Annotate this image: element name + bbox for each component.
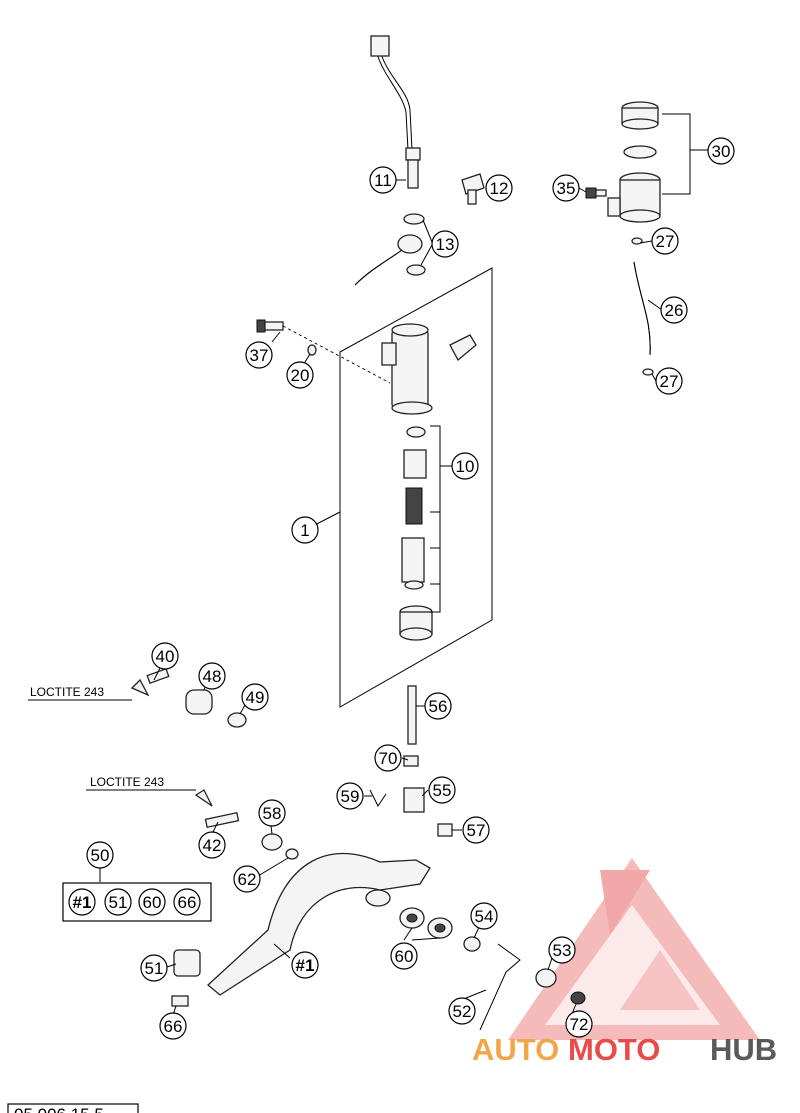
watermark-auto: AUTO: [472, 1032, 559, 1067]
watermark-logo: [508, 858, 760, 1040]
watermark-moto: MOTO: [568, 1032, 660, 1067]
banjo-bolt: [461, 173, 485, 205]
callout-labels: 11 12 13 30 35 27 26 27 37 20 10 1 40 48…: [91, 142, 731, 1036]
callout-label: 52: [453, 1002, 472, 1021]
drawing-code: 05 006 15 5: [14, 1105, 104, 1113]
callout-circles: [86, 137, 735, 1040]
callout-label: 66: [164, 1017, 183, 1036]
master-cylinder-body: [381, 323, 477, 415]
callout-label: 42: [203, 836, 222, 855]
callout-label: 51: [145, 959, 164, 978]
callout-label: 55: [433, 781, 452, 800]
callout-label: 1: [300, 521, 309, 540]
brake-fluid-reservoir: [607, 101, 661, 223]
watermark-hub: HUB: [710, 1032, 777, 1067]
callout-label: 37: [250, 346, 269, 365]
callout-label: 12: [490, 179, 509, 198]
callout-label: 70: [379, 749, 398, 768]
callout-label: 60: [395, 947, 414, 966]
watermark-text: AUTO MOTO HUB: [472, 1032, 777, 1067]
kit-item-label: 60: [143, 893, 162, 912]
brake-light-switch: [370, 35, 421, 189]
loctite-note: LOCTITE 243: [30, 685, 104, 699]
callout-label: 50: [91, 846, 110, 865]
callout-label: 35: [557, 179, 576, 198]
reservoir-screw: [585, 187, 607, 199]
callout-label: 26: [665, 301, 684, 320]
push-rod-assembly: [369, 685, 453, 837]
callout-label: 58: [263, 804, 282, 823]
assembly-frame: [339, 267, 493, 708]
drawing-code-box: [7, 1103, 139, 1113]
pedal-bearings: [399, 907, 586, 1031]
callout-label: 54: [475, 907, 494, 926]
callout-label: 49: [246, 688, 265, 707]
pedal-pivot-parts: [130, 667, 299, 860]
callout-label: 40: [156, 647, 175, 666]
callout-label: 56: [429, 697, 448, 716]
callout-label: 11: [374, 171, 392, 190]
piston-kit: [399, 426, 433, 641]
callout-label: 59: [341, 787, 360, 806]
callout-label: 10: [456, 457, 475, 476]
callout-label: 13: [436, 235, 455, 254]
callout-label: 30: [712, 142, 731, 161]
loctite-note: LOCTITE 243: [90, 775, 164, 789]
callout-label: 62: [238, 870, 257, 889]
callout-label: 27: [656, 232, 675, 251]
callout-label: 72: [570, 1015, 589, 1034]
kit-item-label: 51: [109, 893, 128, 912]
leader-lines: [28, 179, 663, 1019]
callout-label: 20: [291, 366, 310, 385]
callout-label: 57: [467, 821, 486, 840]
kit-item-label: #1: [73, 893, 92, 912]
callout-label: 27: [660, 372, 679, 391]
hose-and-clamps: [631, 237, 654, 376]
callout-label: 48: [203, 667, 222, 686]
callout-label: #1: [296, 956, 315, 975]
callout-label: 53: [553, 941, 572, 960]
kit-item-label: 66: [178, 893, 197, 912]
kit-box: #1 51 60 66: [62, 882, 212, 922]
brake-pedal-lever: [171, 852, 431, 1007]
mounting-screw: [256, 319, 391, 384]
banjo-hose: [354, 213, 426, 286]
